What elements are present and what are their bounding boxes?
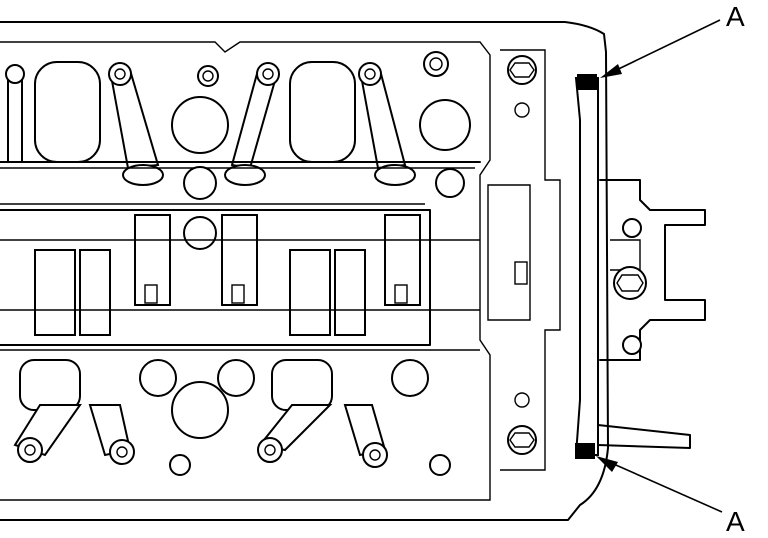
lower-cam-bosses	[13, 359, 451, 476]
leader-line-top	[603, 19, 721, 77]
seal-strip	[574, 77, 599, 456]
upper-cam-bosses	[34, 51, 471, 163]
leader-arrowhead-top	[600, 64, 622, 78]
sealant-point-bottom	[575, 443, 595, 459]
rocker-shaft-band	[0, 161, 481, 346]
end-cover-plate	[487, 49, 561, 471]
middle-valve-assemblies	[0, 166, 480, 336]
leader-line-bottom	[599, 457, 723, 513]
callout-label-top: A	[726, 1, 745, 32]
head-inner-edge	[0, 41, 491, 501]
sealant-point-top	[577, 74, 597, 90]
cam-end-bracket	[597, 179, 706, 449]
leader-arrowhead-bottom	[596, 456, 618, 472]
callout-label-bottom: A	[726, 506, 745, 537]
head-outline	[0, 21, 609, 521]
